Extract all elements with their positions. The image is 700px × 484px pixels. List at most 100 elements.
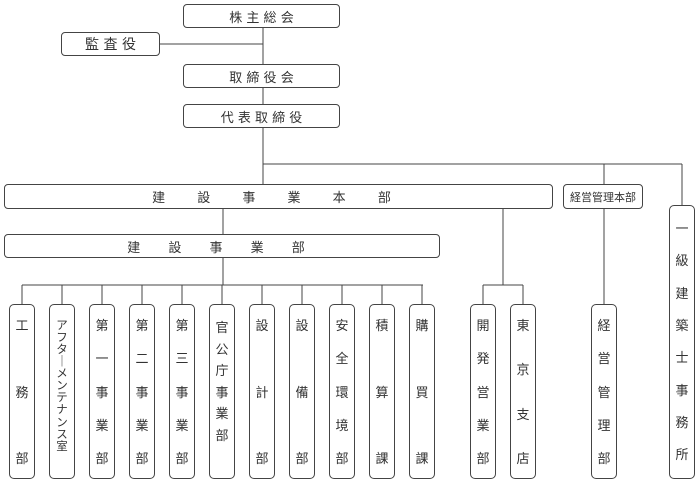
vertical-char: 営	[476, 385, 490, 401]
dept-label-sekkei: 設計部	[250, 305, 274, 478]
dept-box: 経営管理部	[591, 304, 617, 479]
shareholders-meeting-label: 株 主 総 会	[229, 10, 294, 26]
board-of-directors-label: 取 締 役 会	[229, 70, 294, 86]
dept-box: 官公庁事業部	[209, 304, 235, 479]
vertical-char: 業	[476, 419, 490, 435]
auditor-label: 監 査 役	[85, 37, 136, 53]
vertical-char: 務	[675, 416, 689, 432]
vertical-char: 部	[295, 452, 309, 468]
vertical-char: 部	[255, 452, 269, 468]
vertical-char: 築	[675, 319, 689, 335]
dept-box: 開発営業部	[470, 304, 496, 479]
vertical-char: 事	[95, 385, 109, 401]
vertical-char: 部	[15, 452, 29, 468]
vertical-char: 算	[375, 385, 389, 401]
vertical-char: 官	[215, 321, 229, 336]
construction-hq-box: 建 設 事 業 本 部	[4, 184, 553, 209]
dept-label-tokyo-branch: 東京支店	[511, 305, 535, 478]
dept-box: 第三事業部	[169, 304, 195, 479]
dept-label-koumu: 工務部	[10, 305, 34, 478]
vertical-char: ン	[56, 414, 68, 429]
vertical-char: 一	[675, 222, 689, 237]
vertical-char: 建	[675, 286, 689, 302]
vertical-char: 全	[335, 352, 349, 368]
vertical-char: 級	[675, 254, 689, 270]
vertical-char: ン	[56, 378, 68, 393]
dept-label-anzen-kankyou: 安全環境部	[330, 305, 354, 478]
construction-hq-label: 建 設 事 業 本 部	[152, 191, 405, 206]
vertical-char: 所	[675, 448, 689, 464]
vertical-char: 第	[135, 319, 149, 334]
dept-label-architect-office: 一級建築士事務所	[670, 206, 694, 478]
dept-label-koubai: 購買課	[410, 305, 434, 478]
vertical-char: 事	[175, 385, 189, 401]
vertical-char: 購	[415, 319, 429, 334]
vertical-char: ナ	[56, 402, 68, 417]
vertical-char: 経	[597, 319, 611, 334]
dept-label-kaihatsu-eigyou: 開発営業部	[471, 305, 495, 478]
vertical-char: ｜	[56, 354, 68, 369]
vertical-char: 部	[476, 452, 490, 468]
vertical-char: 課	[415, 452, 429, 468]
vertical-char: 店	[516, 452, 530, 468]
vertical-char: 事	[135, 385, 149, 401]
vertical-char: 計	[255, 385, 269, 401]
dept-box: 工務部	[9, 304, 35, 479]
auditor-box: 監 査 役	[61, 32, 160, 56]
dept-label-after-maintenance: アフタ｜メンテナンス室	[50, 305, 74, 478]
vertical-char: 営	[597, 352, 611, 368]
vertical-char: 工	[15, 319, 29, 334]
vertical-char: 士	[675, 351, 689, 367]
dept-box: 第二事業部	[129, 304, 155, 479]
management-hq-label: 経営管理本部	[570, 190, 636, 204]
vertical-char: 第	[95, 319, 109, 334]
vertical-char: 管	[597, 385, 611, 401]
vertical-char: 一	[95, 352, 109, 368]
vertical-char: 東	[516, 319, 530, 334]
vertical-char: 設	[295, 319, 309, 334]
dept-box: 購買課	[409, 304, 435, 479]
dept-label-kankouchou: 官公庁事業部	[210, 305, 234, 478]
management-hq-box: 経営管理本部	[563, 184, 643, 209]
vertical-char: テ	[56, 390, 68, 405]
vertical-char: 課	[375, 452, 389, 468]
vertical-char: 三	[175, 352, 189, 368]
dept-box: 設計部	[249, 304, 275, 479]
vertical-char: 部	[597, 452, 611, 468]
vertical-char: 設	[255, 319, 269, 334]
vertical-char: 理	[597, 419, 611, 435]
vertical-char: タ	[56, 342, 68, 357]
dept-label-keiei-kanri: 経営管理部	[592, 305, 616, 478]
vertical-char: 第	[175, 319, 189, 334]
vertical-char: 積	[375, 319, 389, 334]
vertical-char: 庁	[215, 364, 229, 380]
vertical-char: 境	[335, 419, 349, 435]
vertical-char: 業	[135, 419, 149, 435]
vertical-char: 業	[95, 419, 109, 435]
dept-box: アフタ｜メンテナンス室	[49, 304, 75, 479]
dept-label-setsubi: 設備部	[290, 305, 314, 478]
vertical-char: 部	[335, 452, 349, 468]
dept-label-sekisan: 積算課	[370, 305, 394, 478]
board-of-directors-box: 取 締 役 会	[183, 64, 340, 88]
vertical-char: 安	[335, 319, 349, 334]
vertical-char: 部	[135, 452, 149, 468]
vertical-char: 開	[476, 319, 490, 334]
dept-label-dai3: 第三事業部	[170, 305, 194, 478]
dept-box: 第一事業部	[89, 304, 115, 479]
representative-director-label: 代 表 取 締 役	[220, 110, 303, 126]
vertical-char: 事	[675, 383, 689, 399]
vertical-char: ア	[56, 318, 68, 332]
vertical-char: 支	[516, 407, 530, 423]
vertical-char: 務	[15, 385, 29, 401]
vertical-char: 発	[476, 352, 490, 368]
dept-box: 安全環境部	[329, 304, 355, 479]
representative-director-box: 代 表 取 締 役	[183, 104, 340, 128]
vertical-char: 室	[56, 438, 68, 453]
vertical-char: 部	[175, 452, 189, 468]
vertical-char: 公	[215, 342, 229, 358]
vertical-char: ス	[56, 426, 68, 441]
construction-dept-box: 建 設 事 業 部	[4, 234, 440, 258]
vertical-char: 部	[95, 452, 109, 468]
